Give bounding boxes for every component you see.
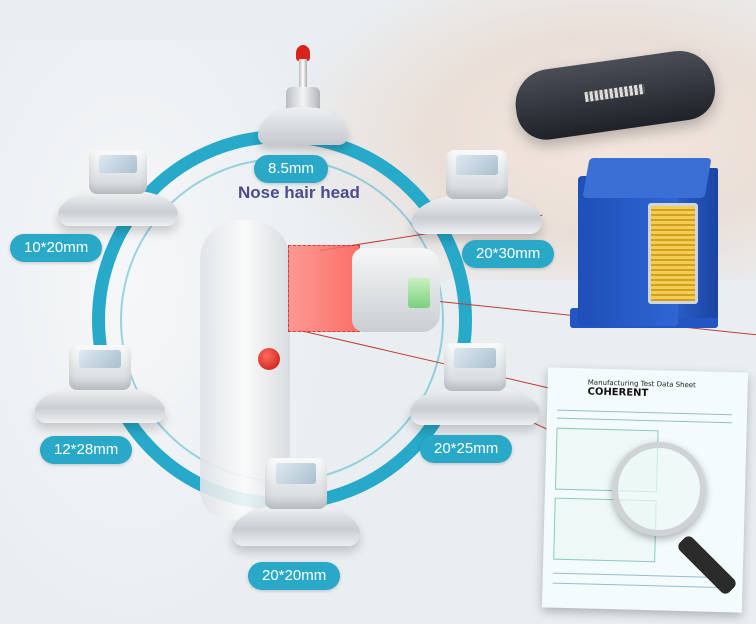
magnifier-icon [612, 442, 706, 536]
head-12x28-image [35, 345, 165, 423]
head-10x20-image [58, 150, 178, 226]
head-20x30-image [412, 150, 542, 234]
size-label-10x20: 10*20mm [10, 234, 103, 262]
head-20x25-image [410, 343, 540, 425]
trigger-button-icon [258, 348, 280, 370]
laser-module-image [570, 158, 718, 338]
size-label-20x20: 20*20mm [248, 562, 341, 590]
head-20x20-image [232, 458, 360, 546]
nose-size-label: 8.5mm [254, 155, 328, 183]
size-label-12x28: 12*28mm [40, 436, 133, 464]
size-label-20x30: 20*30mm [462, 240, 555, 268]
nose-hair-title: Nose hair head [238, 183, 360, 202]
size-label-20x25: 20*25mm [420, 435, 513, 463]
laser-beam [288, 245, 360, 332]
treatment-head [352, 248, 440, 332]
coherent-logo: COHERENT [587, 386, 649, 400]
nose-hair-head-image [258, 45, 348, 145]
